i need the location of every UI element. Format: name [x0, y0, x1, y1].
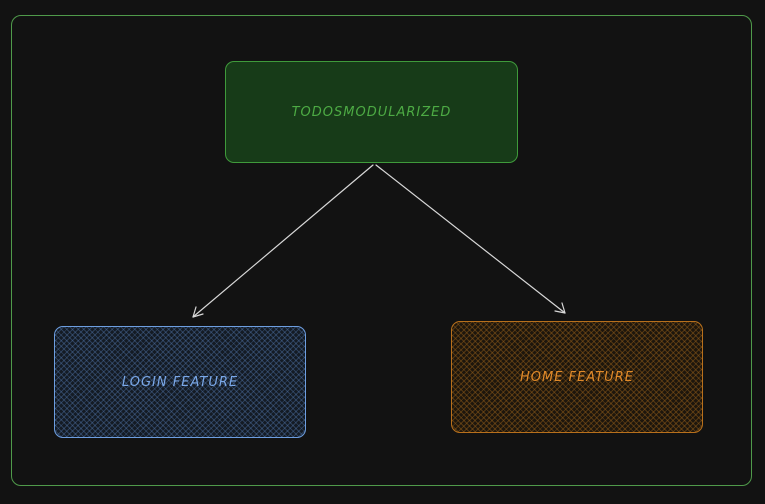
node-label: TODOSMODULARIZED	[291, 104, 452, 120]
node-label: LOGIN FEATURE	[121, 374, 239, 390]
node-login-feature[interactable]: LOGIN FEATURE	[54, 326, 306, 438]
node-todosmodularized[interactable]: TODOSMODULARIZED	[225, 61, 518, 163]
node-label: HOME FEATURE	[520, 369, 634, 385]
group-frame	[11, 15, 752, 486]
node-home-feature[interactable]: HOME FEATURE	[451, 321, 703, 433]
